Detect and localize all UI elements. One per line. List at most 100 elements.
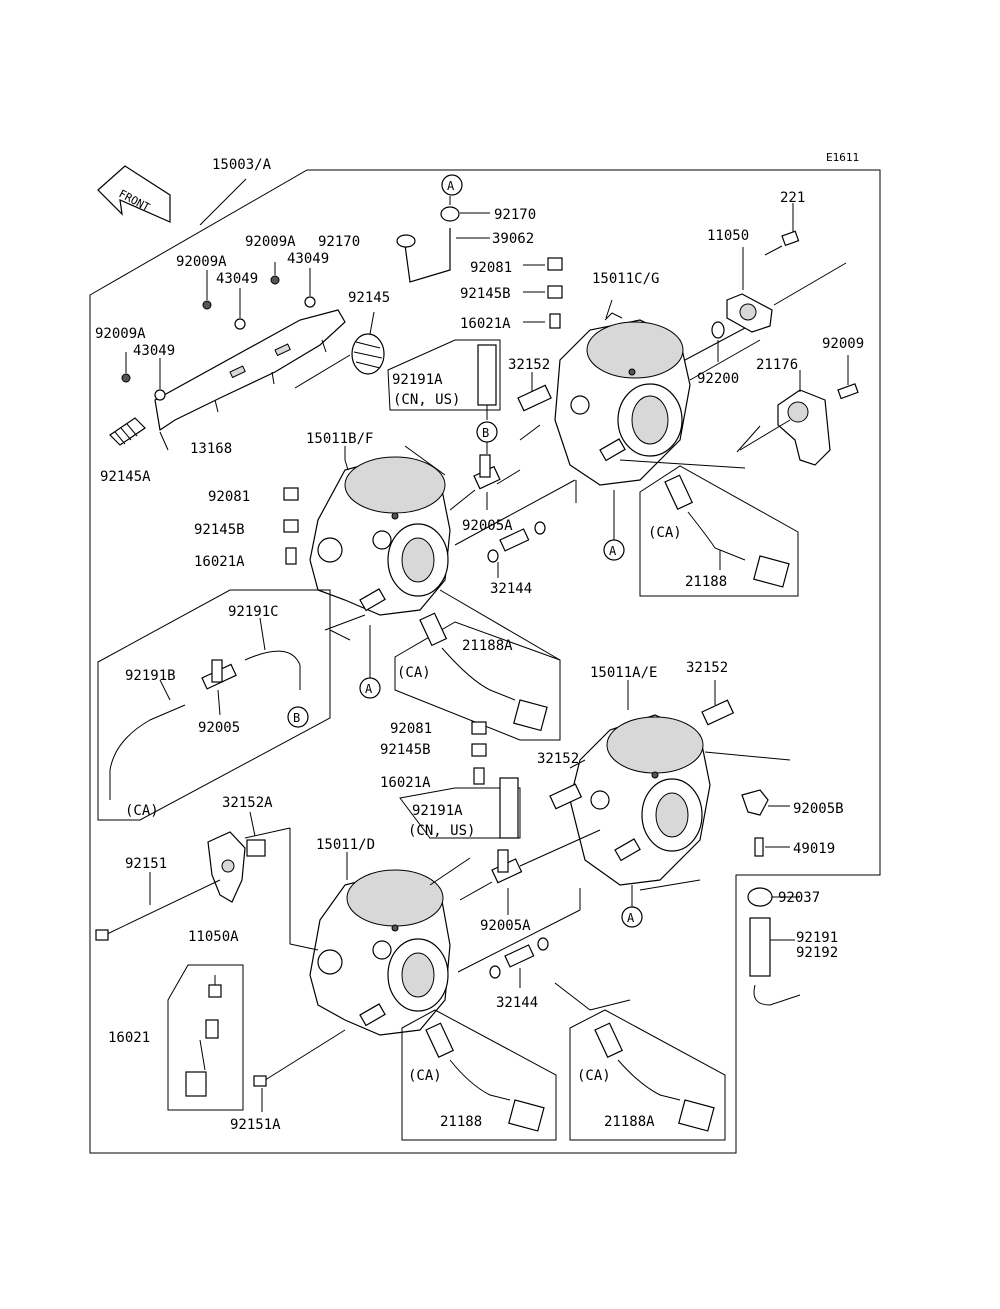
carburetor-15011a-e bbox=[569, 714, 711, 886]
callout: 43049 bbox=[133, 343, 175, 359]
fitting-92005a-upper bbox=[449, 454, 521, 511]
assembly-frame bbox=[89, 169, 881, 1154]
fitting-92005a-lower bbox=[459, 829, 601, 901]
callout: 39062 bbox=[492, 231, 534, 247]
callout: 92037 bbox=[778, 890, 820, 906]
callout: 15011/D bbox=[316, 837, 375, 853]
callout: 16021 bbox=[108, 1030, 150, 1046]
rod-92151 bbox=[95, 879, 221, 941]
ca-box-21188a-middle bbox=[394, 612, 561, 741]
tube-32152-upper bbox=[517, 384, 552, 412]
callout: 92005B bbox=[793, 801, 844, 817]
callout: 92192 bbox=[796, 945, 838, 961]
throttle-plate-11050 bbox=[726, 262, 847, 333]
callout: 221 bbox=[780, 190, 805, 206]
callout: (CA) bbox=[408, 1068, 442, 1084]
callout: 92005 bbox=[198, 720, 240, 736]
callout: 92151A bbox=[230, 1117, 281, 1133]
callout: 92081 bbox=[208, 489, 250, 505]
bolt-92009a-2 bbox=[270, 262, 280, 285]
callout: (CA) bbox=[125, 803, 159, 819]
callout: 49019 bbox=[793, 841, 835, 857]
ca-box-21188a-lower bbox=[569, 1009, 726, 1141]
jet-stack-lower bbox=[471, 721, 487, 785]
carburetor-15011c-g bbox=[554, 312, 691, 486]
callout: 15011B/F bbox=[306, 431, 373, 447]
callout: 92200 bbox=[697, 371, 739, 387]
callout: 92145A bbox=[100, 469, 151, 485]
rod-92151a bbox=[253, 1029, 346, 1087]
marker-b-upper: B bbox=[476, 421, 498, 443]
marker-b-hose: B bbox=[287, 706, 309, 728]
callout: 92145B bbox=[194, 522, 245, 538]
callout: 15011C/G bbox=[592, 271, 659, 287]
callout: 92191A bbox=[392, 372, 443, 388]
nut-43049-3 bbox=[154, 358, 166, 401]
callout: (CA) bbox=[577, 1068, 611, 1084]
sensor-21176 bbox=[739, 389, 831, 466]
callout: 21176 bbox=[756, 357, 798, 373]
callout: 21188 bbox=[685, 574, 727, 590]
tube-32152-right bbox=[701, 699, 735, 726]
screw-92009 bbox=[837, 383, 859, 400]
svg-text:B: B bbox=[293, 711, 300, 725]
callout: 16021A bbox=[380, 775, 431, 791]
marker-a-middle: A bbox=[359, 677, 381, 699]
callout: 92170 bbox=[318, 234, 360, 250]
bolt-92009a-3 bbox=[121, 352, 131, 383]
callout: 92005A bbox=[480, 918, 531, 934]
adjuster-box-16021 bbox=[167, 964, 244, 1111]
callout: 92009A bbox=[95, 326, 146, 342]
joint-32144-lower bbox=[489, 937, 549, 979]
callout: (CA) bbox=[397, 665, 431, 681]
carburetor-15011b-f bbox=[309, 456, 451, 616]
callout: 92191C bbox=[228, 604, 279, 620]
tube-32152a bbox=[246, 839, 266, 857]
marker-a-lower: A bbox=[621, 906, 643, 928]
spring-92145a bbox=[109, 417, 146, 446]
nut-43049-2 bbox=[304, 268, 316, 308]
callout: (CA) bbox=[648, 525, 682, 541]
joint-32144-upper bbox=[487, 521, 546, 563]
tube-92191a-upper bbox=[387, 339, 501, 420]
hose-92191-92192 bbox=[749, 917, 801, 1006]
bolt-92009a-1 bbox=[202, 270, 212, 310]
callout: (CN, US) bbox=[408, 823, 475, 839]
callout: 15011A/E bbox=[590, 665, 657, 681]
diagram-code: E1611 bbox=[826, 151, 859, 164]
leader-15003 bbox=[199, 178, 247, 226]
callout: 21188 bbox=[440, 1114, 482, 1130]
callout: 13168 bbox=[190, 441, 232, 457]
svg-text:A: A bbox=[447, 179, 455, 193]
hose-box-92191 bbox=[97, 589, 331, 821]
callout: 92191B bbox=[125, 668, 176, 684]
linkage-bracket-13168 bbox=[154, 309, 346, 451]
ca-box-21188-upper bbox=[639, 465, 799, 597]
svg-text:B: B bbox=[482, 426, 489, 440]
nut-43049-1 bbox=[234, 288, 246, 330]
callout: 32152 bbox=[508, 357, 550, 373]
callout: 92145 bbox=[348, 290, 390, 306]
screw-49019 bbox=[754, 837, 790, 857]
callout: 92151 bbox=[125, 856, 167, 872]
elbow-92005b bbox=[741, 789, 790, 816]
callout: 32144 bbox=[490, 581, 532, 597]
callout: 92191 bbox=[796, 930, 838, 946]
callout: 11050 bbox=[707, 228, 749, 244]
marker-a-top: A bbox=[441, 174, 463, 196]
callout: 92170 bbox=[494, 207, 536, 223]
svg-text:A: A bbox=[627, 911, 635, 925]
callout: 15003/A bbox=[212, 157, 272, 173]
svg-text:A: A bbox=[365, 682, 373, 696]
callout: 92145B bbox=[460, 286, 511, 302]
screw-221 bbox=[764, 230, 800, 256]
plate-11050a bbox=[207, 831, 246, 903]
callout: 92009 bbox=[822, 336, 864, 352]
tube-92191a-lower bbox=[399, 777, 521, 839]
callout: 32144 bbox=[496, 995, 538, 1011]
jet-stack-middle-left bbox=[283, 487, 299, 565]
callout: 32152 bbox=[686, 660, 728, 676]
vent-hose-39062 bbox=[396, 196, 490, 283]
callout-labels: 15003/A 92009A 92170 92009A 43049 43049 … bbox=[95, 157, 864, 1133]
callout: 43049 bbox=[287, 251, 329, 267]
